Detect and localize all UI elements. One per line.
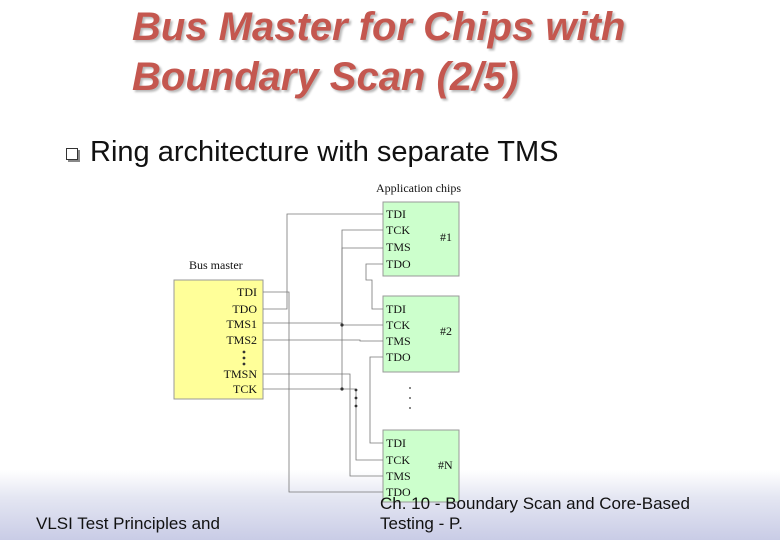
chip-n-pin-tck: TCK xyxy=(386,453,410,467)
chip-1-pin-tms: TMS xyxy=(386,240,411,254)
chip-1-labels: TDI TCK TMS TDO #1 xyxy=(386,207,452,271)
bus-master-pin-tck: TCK xyxy=(233,382,257,396)
chip-n-box xyxy=(382,429,460,503)
chip-2-pin-tdi: TDI xyxy=(386,302,406,316)
junction-dots xyxy=(242,323,411,409)
application-chips-label: Application chips xyxy=(376,181,461,195)
bus-master-pin-tms2: TMS2 xyxy=(226,333,257,347)
chip-2-pin-tms: TMS xyxy=(386,334,411,348)
chip-n-pin-tms: TMS xyxy=(386,469,411,483)
chip-1-pin-tdo: TDO xyxy=(386,257,411,271)
chip-1-pin-tdi: TDI xyxy=(386,207,406,221)
chip-2-labels: TDI TCK TMS TDO #2 xyxy=(386,302,452,364)
checkbox-bullet-icon xyxy=(66,148,78,160)
bus-master-pin-tdo: TDO xyxy=(232,302,257,316)
bullet-text: Ring architecture with separate TMS xyxy=(90,136,559,168)
title-line-1: Bus Master for Chips with xyxy=(132,5,626,49)
bus-master-pin-tms1: TMS1 xyxy=(226,317,257,331)
bus-master-box xyxy=(173,279,264,400)
bus-wires xyxy=(263,213,383,493)
footer-chapter: Ch. 10 - Boundary Scan and Core-Based Te… xyxy=(380,494,760,534)
title-line-2: Boundary Scan (2/5) xyxy=(132,55,519,99)
footer-chapter-line-1: Ch. 10 - Boundary Scan and Core-Based xyxy=(380,494,690,513)
chip-n-pin-tdo: TDO xyxy=(386,485,411,499)
chip-2-box xyxy=(382,295,460,373)
bus-master-pin-tdi: TDI xyxy=(237,285,257,299)
footer-chapter-line-2: Testing - P. xyxy=(380,514,463,533)
chip-n-labels: TDI TCK TMS TDO #N xyxy=(386,436,453,499)
bus-master-label: Bus master xyxy=(189,258,243,272)
chip-1-id: #1 xyxy=(440,230,452,244)
bus-master-pins: TDI TDO TMS1 TMS2 TMSN TCK xyxy=(224,285,258,396)
chip-2-id: #2 xyxy=(440,324,452,338)
chip-2-pin-tdo: TDO xyxy=(386,350,411,364)
chip-n-pin-tdi: TDI xyxy=(386,436,406,450)
chip-2-pin-tck: TCK xyxy=(386,318,410,332)
chip-n-id: #N xyxy=(438,458,453,472)
bus-master-pin-tmsn: TMSN xyxy=(224,367,258,381)
chip-1-box xyxy=(382,201,460,277)
slide-title: Bus Master for Chips with Boundary Scan … xyxy=(132,2,625,102)
footer-book-title: VLSI Test Principles and xyxy=(36,514,220,533)
chip-1-pin-tck: TCK xyxy=(386,223,410,237)
